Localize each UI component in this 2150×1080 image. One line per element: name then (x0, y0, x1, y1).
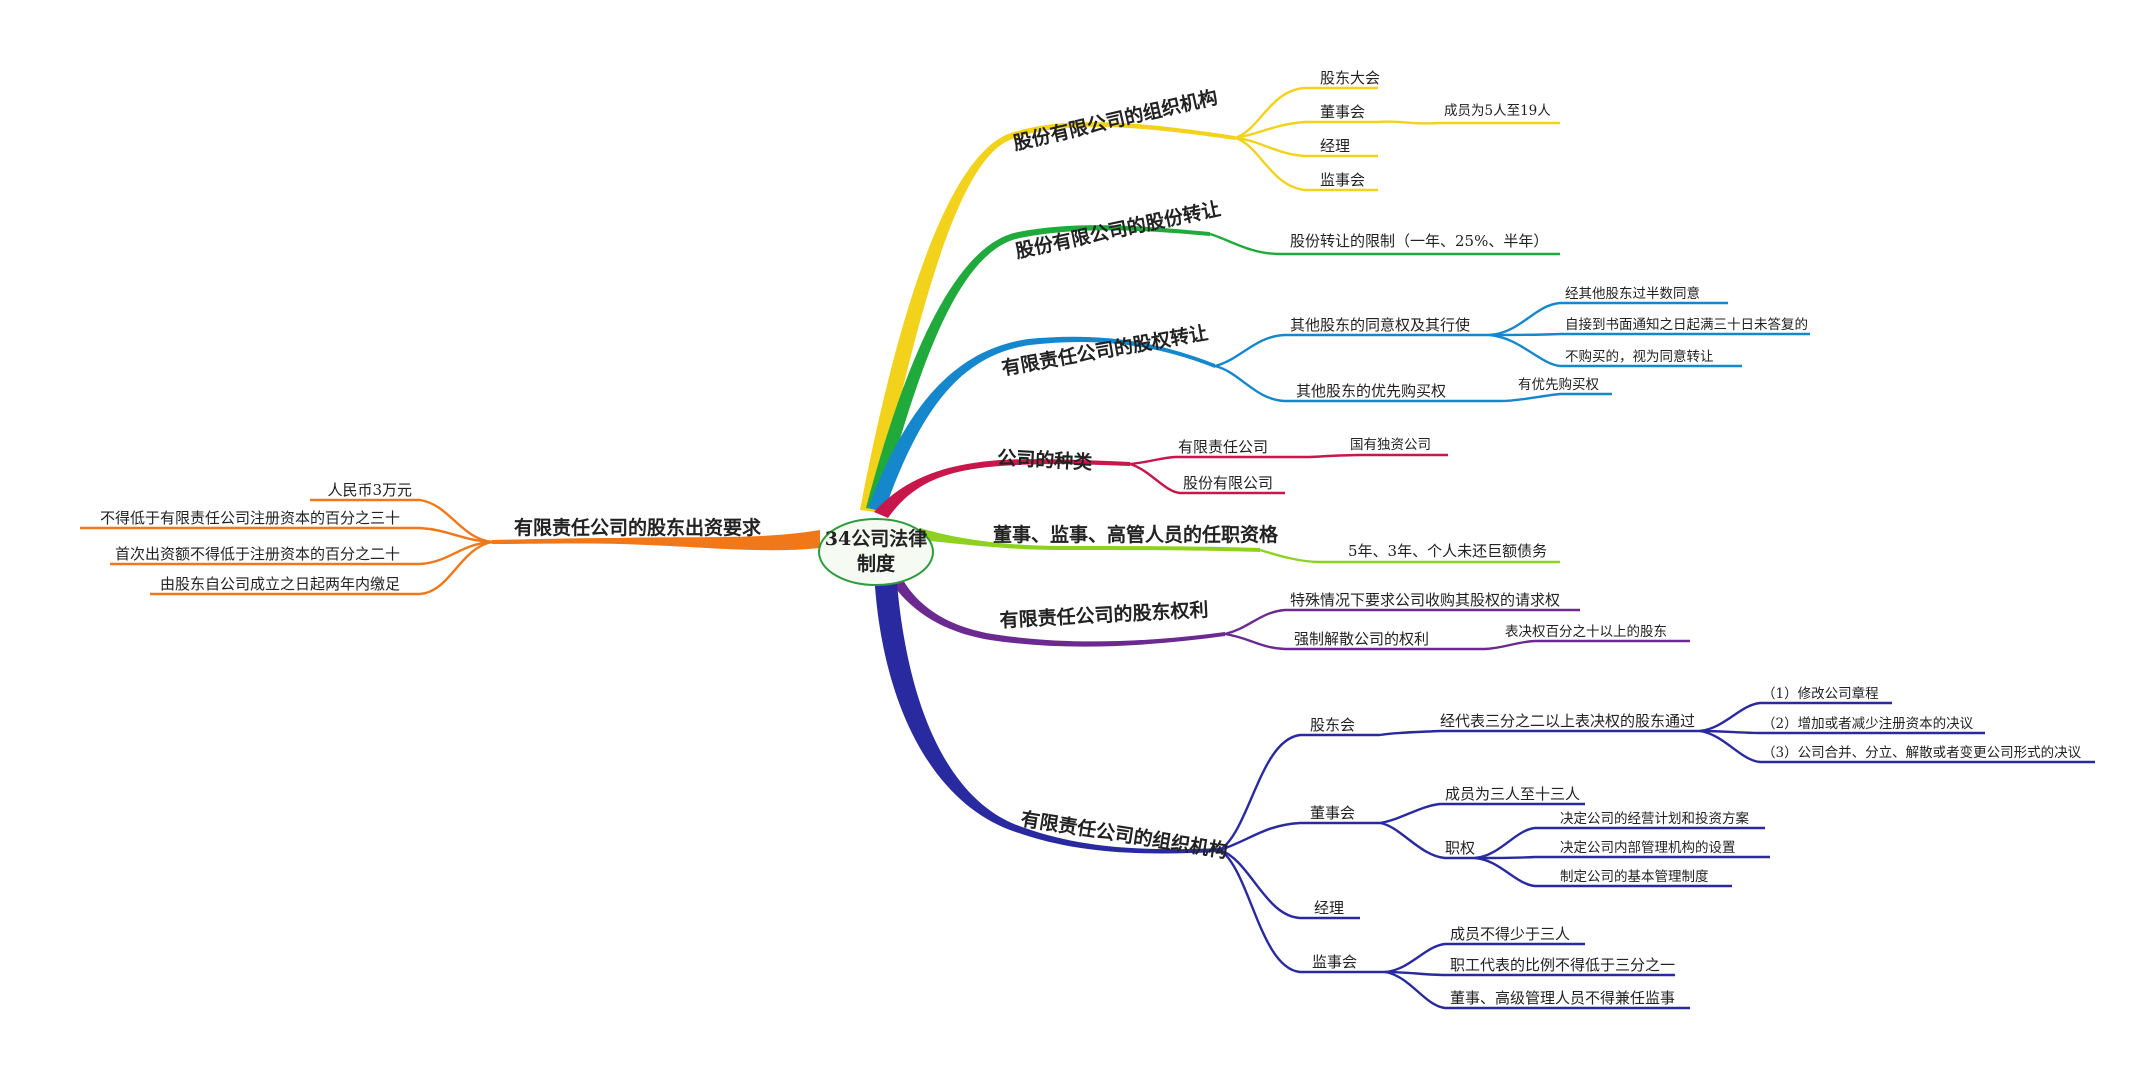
b7-item-1[interactable]: 经代表三分之二以上表决权的股东通过 (1440, 712, 1695, 730)
b7-item-2[interactable]: （1）修改公司章程 (1762, 685, 1879, 702)
b8-item-2[interactable]: 首次出资额不得低于注册资本的百分之二十 (115, 545, 400, 563)
b7-item-7[interactable]: 职权 (1445, 839, 1475, 857)
b7-item-3[interactable]: （2）增加或者减少注册资本的决议 (1762, 716, 1974, 732)
branch-b1-label[interactable]: 股份有限公司的组织机构 (1011, 85, 1220, 154)
sub-branch-lines (80, 86, 2095, 1010)
b7-item-8[interactable]: 决定公司的经营计划和投资方案 (1560, 810, 1749, 827)
main-branches (492, 122, 1260, 854)
b4-item-2[interactable]: 股份有限公司 (1183, 474, 1273, 492)
b3-item-5[interactable]: 有优先购买权 (1518, 376, 1599, 393)
b7-item-6[interactable]: 成员为三人至十三人 (1445, 785, 1580, 803)
b3-item-4[interactable]: 其他股东的优先购买权 (1296, 382, 1446, 400)
central-topic[interactable]: 34公司法律 制度 (818, 518, 934, 586)
branch-b8-ribbon (492, 530, 820, 551)
b7-item-9[interactable]: 决定公司内部管理机构的设置 (1560, 840, 1736, 856)
branch-b4-label[interactable]: 公司的种类 (997, 446, 1093, 474)
b1-item-0[interactable]: 股东大会 (1320, 69, 1380, 87)
sub-labels: 股东大会 董事会 成员为5人至19人 经理 监事会 股份转让的限制（一年、25%… (100, 69, 2082, 1007)
branch-b3-label[interactable]: 有限责任公司的股权转让 (1000, 321, 1210, 380)
b7-item-10[interactable]: 制定公司的基本管理制度 (1560, 868, 1709, 885)
b7-item-5[interactable]: 董事会 (1310, 804, 1355, 822)
branch-b5-label[interactable]: 董事、监事、高管人员的任职资格 (993, 523, 1279, 546)
b4-item-1[interactable]: 国有独资公司 (1350, 437, 1431, 453)
b2-item-0[interactable]: 股份转让的限制（一年、25%、半年） (1290, 232, 1548, 250)
b7-item-0[interactable]: 股东会 (1310, 716, 1355, 734)
branch-b8-label[interactable]: 有限责任公司的股东出资要求 (514, 516, 762, 539)
b6-item-1[interactable]: 强制解散公司的权利 (1294, 630, 1429, 648)
central-topic-line2: 制度 (857, 552, 896, 575)
b5-item-0[interactable]: 5年、3年、个人未还巨额债务 (1348, 542, 1547, 560)
b3-item-1[interactable]: 经其他股东过半数同意 (1565, 285, 1700, 302)
b3-item-0[interactable]: 其他股东的同意权及其行使 (1290, 316, 1470, 334)
b3-item-2[interactable]: 自接到书面通知之日起满三十日未答复的 (1565, 316, 1808, 333)
branch-b3-ribbon (868, 336, 1215, 512)
branch-b6-ribbon (882, 566, 1225, 647)
b7-item-14[interactable]: 职工代表的比例不得低于三分之一 (1450, 956, 1675, 974)
b1-item-1[interactable]: 董事会 (1320, 103, 1365, 121)
b8-item-1[interactable]: 不得低于有限责任公司注册资本的百分之三十 (100, 509, 400, 527)
b7-item-11[interactable]: 经理 (1314, 899, 1344, 917)
b6-item-2[interactable]: 表决权百分之十以上的股东 (1505, 623, 1667, 640)
b8-item-3[interactable]: 由股东自公司成立之日起两年内缴足 (160, 575, 400, 593)
branch-b7-ribbon (874, 570, 1220, 854)
branch-b5-ribbon (920, 528, 1260, 552)
central-topic-line1: 34公司法律 (825, 527, 927, 550)
b3-item-3[interactable]: 不购买的，视为同意转让 (1565, 348, 1714, 365)
central-topic-bubble (818, 518, 934, 586)
b1-item-3[interactable]: 经理 (1320, 137, 1350, 155)
branch-b6-label[interactable]: 有限责任公司的股东权利 (999, 598, 1209, 632)
branch-b7-label[interactable]: 有限责任公司的组织机构 (1019, 807, 1229, 862)
b7-item-15[interactable]: 董事、高级管理人员不得兼任监事 (1450, 989, 1675, 1007)
b1-item-4[interactable]: 监事会 (1320, 171, 1365, 189)
b7-item-13[interactable]: 成员不得少于三人 (1450, 925, 1570, 943)
b7-item-12[interactable]: 监事会 (1312, 953, 1357, 971)
b7-item-4[interactable]: （3）公司合并、分立、解散或者变更公司形式的决议 (1762, 745, 2082, 761)
b8-item-0[interactable]: 人民币3万元 (327, 481, 412, 499)
b6-item-0[interactable]: 特殊情况下要求公司收购其股权的请求权 (1290, 591, 1560, 609)
branch-b2-ribbon (866, 225, 1210, 511)
b1-item-2[interactable]: 成员为5人至19人 (1444, 103, 1551, 119)
branch-b4-ribbon (874, 459, 1130, 518)
b4-item-0[interactable]: 有限责任公司 (1178, 438, 1268, 456)
